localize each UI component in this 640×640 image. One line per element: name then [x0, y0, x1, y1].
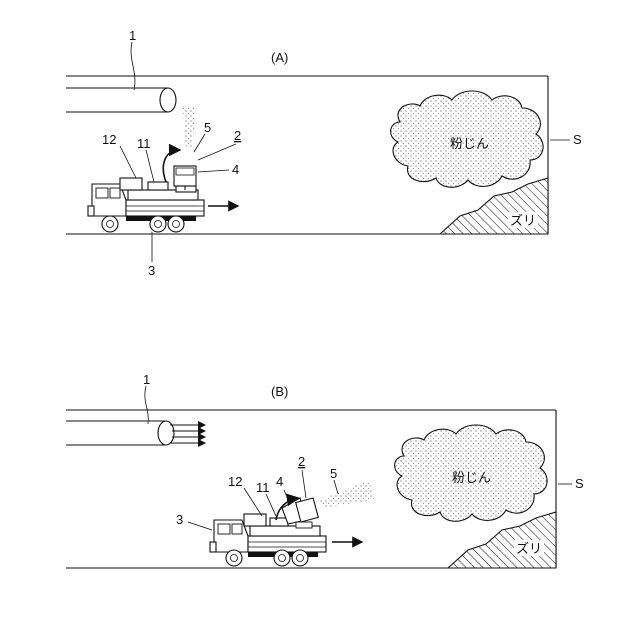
panel-b: (B) S 1 粉じん ズリ — [66, 372, 584, 568]
panel-a-caption: (A) — [271, 50, 288, 65]
tank-b-label: 12 — [228, 474, 242, 489]
truck-b — [210, 498, 326, 566]
pipe-a-leader — [131, 42, 135, 90]
panel-a: (A) S 1 粉じん ズリ — [66, 28, 582, 278]
device-a-label: 2 — [234, 128, 241, 143]
pipe-a-label: 1 — [129, 28, 136, 43]
arm-a-label: 11 — [137, 136, 151, 151]
tank-a-label: 12 — [102, 132, 116, 147]
arm-b-label: 11 — [256, 480, 270, 495]
truck-a — [88, 166, 204, 232]
arm-a-leader — [146, 150, 154, 182]
spray-b-leader — [334, 480, 338, 494]
device-b-leader — [302, 470, 306, 498]
nozzle-a-leader — [198, 170, 229, 172]
nozzle-a-label: 4 — [232, 162, 239, 177]
truck-b-label: 3 — [176, 512, 183, 527]
spray-cone-b — [320, 480, 374, 508]
spray-a-label: 5 — [204, 120, 211, 135]
vent-pipe-a — [66, 88, 176, 112]
airflow-arrows-b — [170, 425, 205, 443]
device-a-leader — [198, 144, 236, 160]
truck-a-label: 3 — [148, 263, 155, 278]
pipe-b-label: 1 — [143, 372, 150, 387]
dust-label-b: 粉じん — [452, 471, 491, 486]
spray-cone-a — [183, 108, 196, 148]
vent-pipe-b — [66, 421, 174, 445]
truck-b-leader — [188, 522, 212, 530]
arm-b-leader — [266, 494, 276, 516]
tank-a-leader — [120, 146, 136, 178]
spray-b-label: 5 — [330, 466, 337, 481]
dust-label-a: 粉じん — [450, 137, 489, 152]
tunnel-b-label: S — [575, 476, 584, 491]
device-b-label: 2 — [298, 454, 305, 469]
muck-label-a: ズリ — [510, 213, 536, 229]
pipe-b-leader — [145, 386, 148, 424]
tunnel-a-label: S — [573, 132, 582, 147]
panel-b-caption: (B) — [271, 384, 288, 399]
muck-label-b: ズリ — [516, 541, 542, 557]
nozzle-b-label: 4 — [276, 474, 283, 489]
spray-a-leader — [194, 134, 205, 152]
